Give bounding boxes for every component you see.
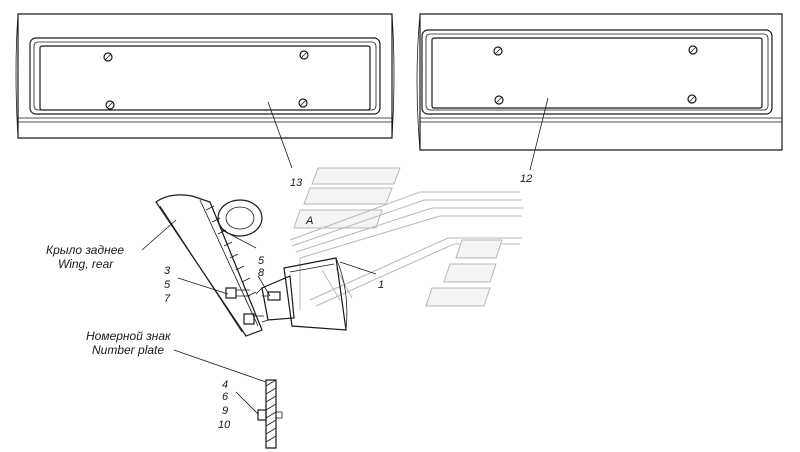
number-plate-detail xyxy=(257,379,283,449)
plate-screw xyxy=(688,45,698,55)
callout-13: 13 xyxy=(290,177,303,189)
plate-screw xyxy=(687,94,697,104)
plate-screw xyxy=(103,52,113,62)
leader-line-5-8 xyxy=(257,275,271,297)
lamp-bolt xyxy=(262,291,281,301)
leader-line-13 xyxy=(267,101,293,169)
callout-A: A xyxy=(305,215,313,227)
rear-wing-section xyxy=(155,194,263,337)
callout-1: 1 xyxy=(378,279,384,291)
callout-12: 12 xyxy=(520,173,532,185)
caption-wing-en: Wing, rear xyxy=(58,257,114,271)
leader-line-4-6-9-10 xyxy=(235,391,259,415)
rear-panel-right xyxy=(416,13,783,151)
callout-5-upper: 5 xyxy=(258,255,265,267)
plate-screw xyxy=(299,50,309,60)
plate-screw xyxy=(105,100,115,110)
leader-line-1 xyxy=(339,261,377,275)
caption-plate-ru: Номерной знак xyxy=(86,329,172,343)
callout-8: 8 xyxy=(258,267,265,279)
callout-9: 9 xyxy=(222,405,228,417)
leader-line-wing-caption xyxy=(141,219,177,251)
caption-plate-en: Number plate xyxy=(92,343,164,357)
plate-screw xyxy=(493,46,503,56)
rear-panel-left xyxy=(15,13,395,139)
tube-clamp xyxy=(217,199,263,249)
bracket-fastener xyxy=(243,313,264,325)
plate-screw xyxy=(494,95,504,105)
callout-7: 7 xyxy=(164,293,171,305)
callout-6: 6 xyxy=(222,391,229,403)
callout-10: 10 xyxy=(218,419,231,431)
plate-lamp-housing xyxy=(255,257,348,331)
callout-5-lower: 5 xyxy=(164,279,171,291)
callout-4: 4 xyxy=(222,379,228,391)
plate-screw xyxy=(298,98,308,108)
callout-3: 3 xyxy=(164,265,171,277)
leader-line-12 xyxy=(529,97,549,171)
leader-line-3-5-7 xyxy=(177,277,229,295)
background-bracket-sketch xyxy=(289,167,524,310)
leader-line-plate-caption xyxy=(173,349,267,383)
caption-wing-ru: Крыло заднее xyxy=(46,243,124,257)
